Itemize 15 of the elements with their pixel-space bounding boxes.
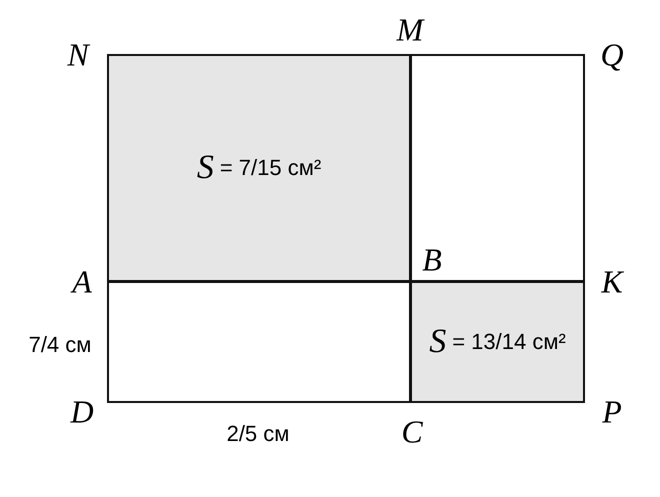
point-label: D xyxy=(70,394,94,430)
shaded-rectangle xyxy=(107,54,411,282)
area-formula: S = 7/15 см² xyxy=(196,149,322,187)
shaded-rectangle xyxy=(410,281,585,403)
area-formula: S = 13/14 см² xyxy=(429,323,566,361)
point-label: B xyxy=(422,242,442,278)
dimension-label: 7/4 см xyxy=(28,332,92,358)
point-label: P xyxy=(602,394,622,430)
point-label: Q xyxy=(600,36,624,74)
dimension-label: 2/5 см xyxy=(226,421,290,447)
point-label: M xyxy=(396,12,424,48)
point-label: N xyxy=(67,36,89,74)
point-label: A xyxy=(72,264,92,300)
point-label: K xyxy=(601,264,623,300)
point-label: C xyxy=(401,414,423,450)
